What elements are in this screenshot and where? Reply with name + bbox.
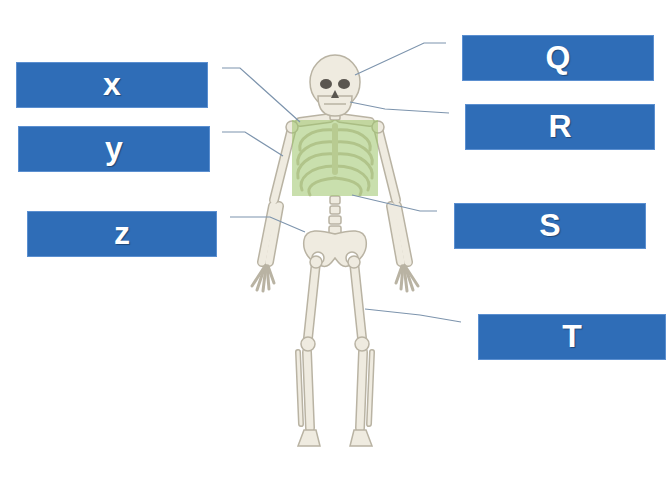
label-box: Q [462,35,654,81]
label-letter: R [548,109,571,144]
label-box: S [454,203,646,249]
label-box: T [478,314,666,360]
label-letter: Q [546,40,571,75]
label-letter: T [562,319,582,354]
label-box: R [465,104,655,150]
label-letter: S [539,208,560,243]
label-box: x [16,62,208,108]
label-letter: x [103,67,121,102]
label-box: y [18,126,210,172]
label-letter: y [105,131,123,166]
label-letter: z [114,216,130,251]
label-box: z [27,211,217,257]
